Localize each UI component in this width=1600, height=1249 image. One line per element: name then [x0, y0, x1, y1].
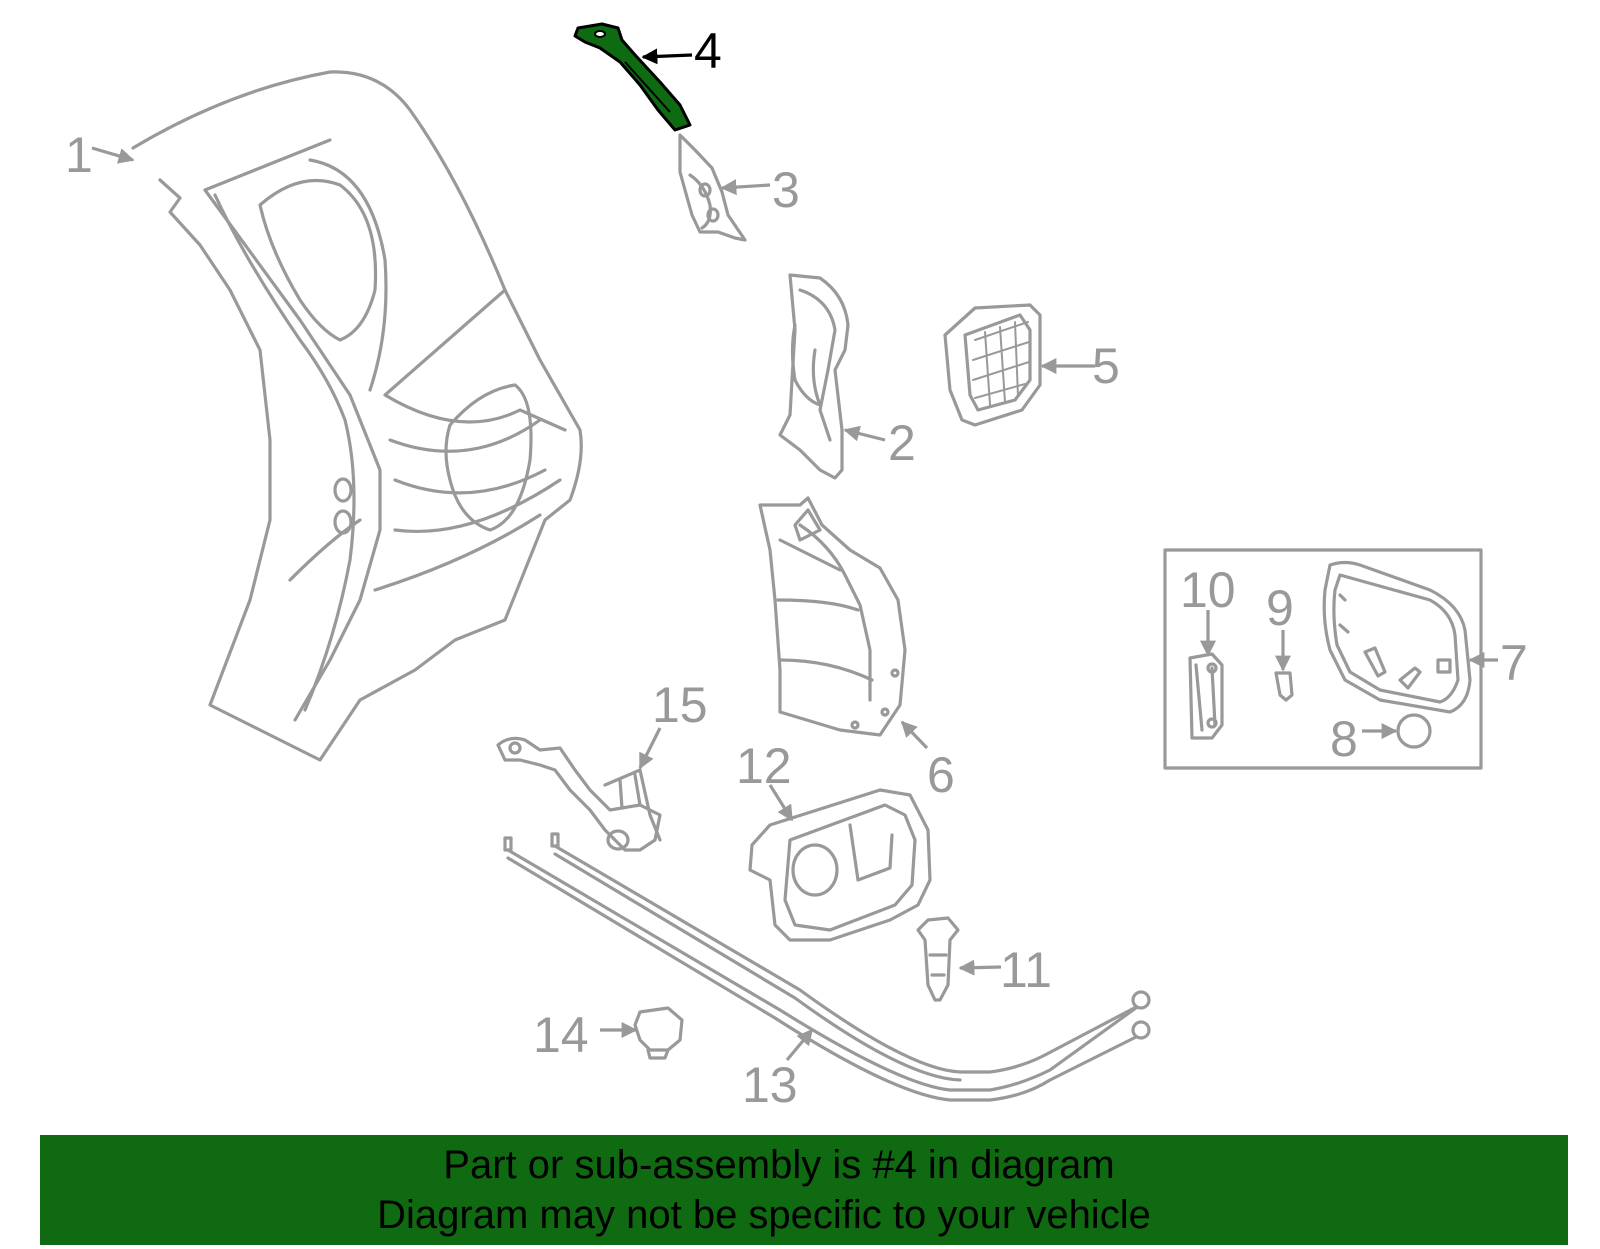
callout-8: 8 — [1330, 711, 1358, 767]
callout-12: 12 — [736, 738, 792, 794]
banner-line-disclaimer: Diagram may not be specific to your vehi… — [377, 1193, 1151, 1237]
callout-7: 7 — [1500, 635, 1528, 691]
callout-15: 15 — [652, 677, 708, 733]
banner-line-part-number: Part or sub-assembly is #4 in diagram — [443, 1143, 1115, 1187]
info-banner: Part or sub-assembly is #4 in diagram Di… — [40, 1135, 1568, 1245]
leader-lines — [91, 48, 1498, 1062]
part-9-clip — [1274, 671, 1294, 702]
part-7-fuel-door — [1322, 560, 1472, 714]
callout-2: 2 — [888, 415, 916, 471]
part-6-wheel-liner — [758, 496, 907, 737]
callout-6: 6 — [927, 747, 955, 803]
part-13-release-cables — [503, 832, 1151, 1102]
callout-5: 5 — [1092, 338, 1120, 394]
part-11-release-plunger — [916, 916, 960, 1002]
callout-11: 11 — [1000, 942, 1052, 998]
part-10-hinge-plate — [1188, 652, 1224, 740]
callout-9: 9 — [1266, 580, 1294, 636]
part-3-bracket — [678, 133, 747, 242]
part-12-fuel-door-housing — [748, 788, 932, 942]
callout-4: 4 — [694, 23, 722, 79]
part-2-panel-insert — [778, 273, 850, 480]
callout-13: 13 — [742, 1057, 798, 1113]
part-15-door-hinge — [496, 736, 662, 852]
part-1-quarter-panel — [131, 70, 583, 762]
part-4-reinforcement-brace — [573, 22, 692, 132]
parts-diagram: 1 2 3 4 5 6 7 8 9 10 11 12 13 14 15 — [65, 22, 1528, 1113]
part-5-vent-grille — [943, 303, 1042, 427]
part-14-retaining-clip — [633, 1006, 684, 1060]
callout-10: 10 — [1180, 562, 1236, 618]
part-8-plug — [1396, 713, 1432, 749]
callout-1: 1 — [65, 127, 93, 183]
callout-14: 14 — [533, 1007, 589, 1063]
callout-3: 3 — [772, 162, 800, 218]
